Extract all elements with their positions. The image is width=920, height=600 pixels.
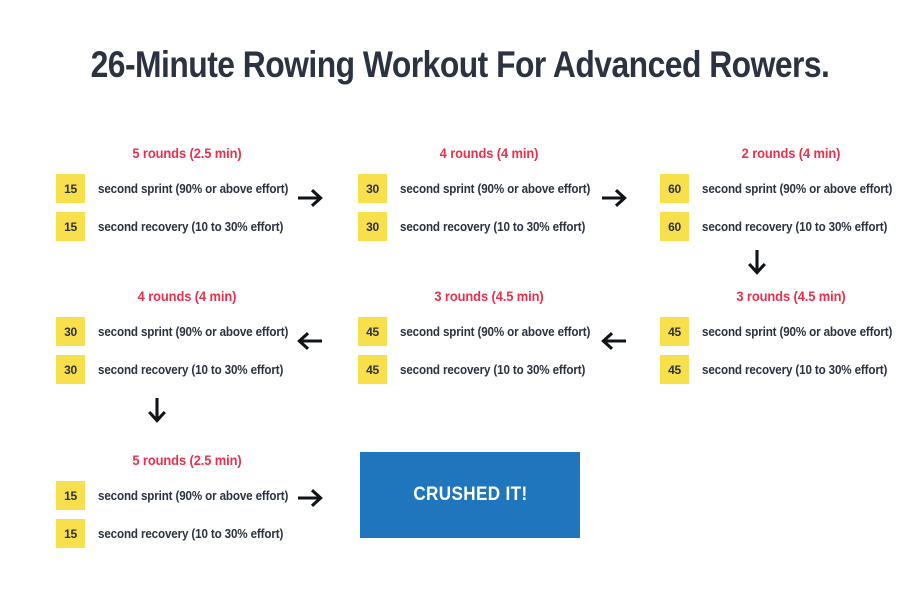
block-1-recovery-seconds: 15 <box>56 212 85 241</box>
arrow-down-icon <box>140 393 174 427</box>
block-6-sprint-seconds: 30 <box>56 317 85 346</box>
block-7-heading: 5 rounds (2.5 min) <box>132 452 242 468</box>
arrow-right-icon <box>597 181 631 215</box>
block-5-interval-row-sprint: 45 second sprint (90% or above effort) <box>358 317 620 346</box>
arrow-down-icon <box>740 245 774 279</box>
block-6-interval-row-recovery: 30 second recovery (10 to 30% effort) <box>56 355 318 384</box>
block-4-heading: 3 rounds (4.5 min) <box>736 288 846 304</box>
block-2-sprint-label: second sprint (90% or above effort) <box>400 181 591 196</box>
block-7-interval-row-sprint: 15 second sprint (90% or above effort) <box>56 481 318 510</box>
arrow-right-icon <box>293 481 327 515</box>
block-6-interval-row-sprint: 30 second sprint (90% or above effort) <box>56 317 318 346</box>
block-4-recovery-label: second recovery (10 to 30% effort) <box>702 362 888 377</box>
interval-block-4: 3 rounds (4.5 min) 45 second sprint (90%… <box>660 288 920 384</box>
block-6-recovery-seconds: 30 <box>56 355 85 384</box>
block-5-recovery-seconds: 45 <box>358 355 387 384</box>
block-1-interval-row-sprint: 15 second sprint (90% or above effort) <box>56 174 318 203</box>
interval-block-7: 5 rounds (2.5 min) 15 second sprint (90%… <box>56 452 318 548</box>
block-3-sprint-seconds: 60 <box>660 174 689 203</box>
block-1-sprint-seconds: 15 <box>56 174 85 203</box>
interval-block-1: 5 rounds (2.5 min) 15 second sprint (90%… <box>56 145 318 241</box>
block-5-recovery-label: second recovery (10 to 30% effort) <box>400 362 586 377</box>
block-4-recovery-seconds: 45 <box>660 355 689 384</box>
block-1-recovery-label: second recovery (10 to 30% effort) <box>98 219 284 234</box>
block-6-sprint-label: second sprint (90% or above effort) <box>98 324 289 339</box>
block-3-interval-row-recovery: 60 second recovery (10 to 30% effort) <box>660 212 920 241</box>
block-5-heading: 3 rounds (4.5 min) <box>434 288 544 304</box>
block-3-recovery-label: second recovery (10 to 30% effort) <box>702 219 888 234</box>
interval-block-5: 3 rounds (4.5 min) 45 second sprint (90%… <box>358 288 620 384</box>
block-5-interval-row-recovery: 45 second recovery (10 to 30% effort) <box>358 355 620 384</box>
block-4-sprint-label: second sprint (90% or above effort) <box>702 324 893 339</box>
block-6-recovery-label: second recovery (10 to 30% effort) <box>98 362 284 377</box>
finish-label: CRUSHED IT! <box>412 484 528 505</box>
block-7-sprint-label: second sprint (90% or above effort) <box>98 488 289 503</box>
block-5-sprint-seconds: 45 <box>358 317 387 346</box>
interval-block-6: 4 rounds (4 min) 30 second sprint (90% o… <box>56 288 318 384</box>
block-1-heading: 5 rounds (2.5 min) <box>132 145 242 161</box>
block-4-sprint-seconds: 45 <box>660 317 689 346</box>
block-3-recovery-seconds: 60 <box>660 212 689 241</box>
interval-block-3: 2 rounds (4 min) 60 second sprint (90% o… <box>660 145 920 241</box>
block-6-heading: 4 rounds (4 min) <box>137 288 237 304</box>
block-7-recovery-label: second recovery (10 to 30% effort) <box>98 526 284 541</box>
block-7-interval-row-recovery: 15 second recovery (10 to 30% effort) <box>56 519 318 548</box>
block-2-sprint-seconds: 30 <box>358 174 387 203</box>
arrow-left-icon <box>597 324 631 358</box>
block-7-sprint-seconds: 15 <box>56 481 85 510</box>
block-1-interval-row-recovery: 15 second recovery (10 to 30% effort) <box>56 212 318 241</box>
arrow-left-icon <box>293 324 327 358</box>
arrow-right-icon <box>293 181 327 215</box>
block-3-heading: 2 rounds (4 min) <box>741 145 841 161</box>
finish-banner: CRUSHED IT! <box>360 452 580 538</box>
block-2-heading: 4 rounds (4 min) <box>439 145 539 161</box>
block-2-interval-row-sprint: 30 second sprint (90% or above effort) <box>358 174 620 203</box>
block-2-recovery-label: second recovery (10 to 30% effort) <box>400 219 586 234</box>
block-3-sprint-label: second sprint (90% or above effort) <box>702 181 893 196</box>
block-4-interval-row-recovery: 45 second recovery (10 to 30% effort) <box>660 355 920 384</box>
block-2-interval-row-recovery: 30 second recovery (10 to 30% effort) <box>358 212 620 241</box>
block-5-sprint-label: second sprint (90% or above effort) <box>400 324 591 339</box>
interval-block-2: 4 rounds (4 min) 30 second sprint (90% o… <box>358 145 620 241</box>
block-7-recovery-seconds: 15 <box>56 519 85 548</box>
block-4-interval-row-sprint: 45 second sprint (90% or above effort) <box>660 317 920 346</box>
block-3-interval-row-sprint: 60 second sprint (90% or above effort) <box>660 174 920 203</box>
block-2-recovery-seconds: 30 <box>358 212 387 241</box>
block-1-sprint-label: second sprint (90% or above effort) <box>98 181 289 196</box>
page-title: 26-Minute Rowing Workout For Advanced Ro… <box>90 44 830 85</box>
